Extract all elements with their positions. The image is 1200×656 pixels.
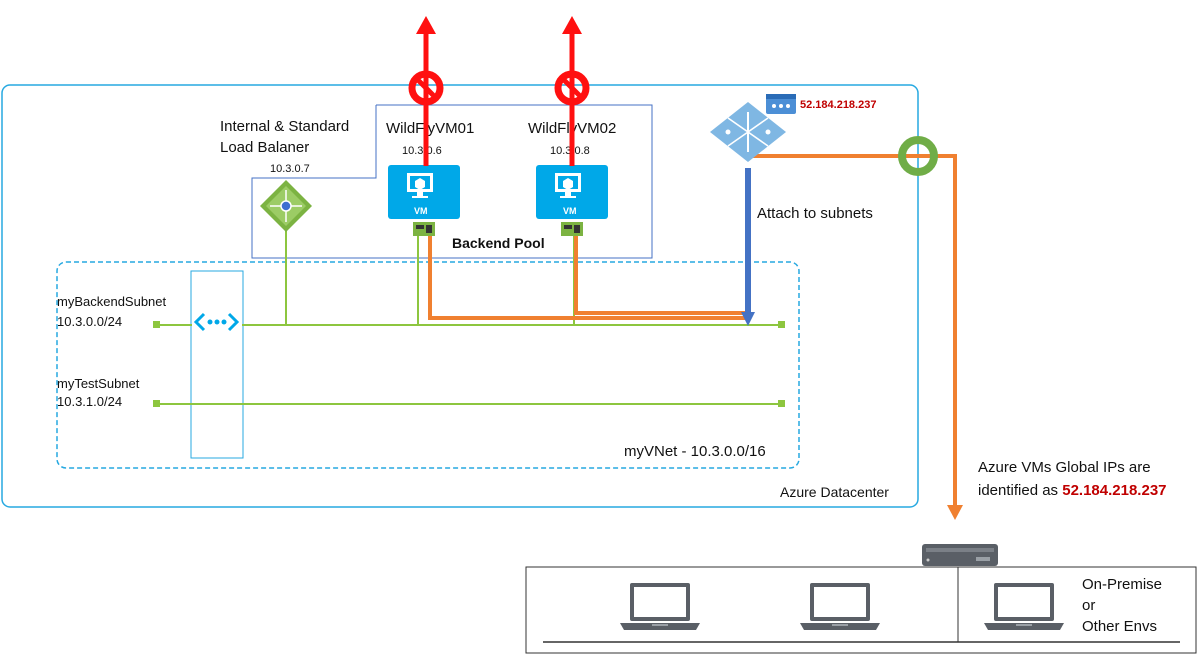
laptop-icon-2	[800, 583, 880, 630]
vm1-badge: VM	[414, 206, 428, 216]
vm1-icon	[388, 165, 460, 219]
public-ip-icon	[766, 94, 796, 114]
on-premise-line3: Other Envs	[1082, 618, 1157, 635]
subnet-endpoints	[153, 321, 785, 407]
allowed-outbound-ring	[898, 136, 938, 176]
vm1-ip: 10.3.0.6	[402, 145, 442, 157]
vm1-name: WildFlyVM01	[386, 120, 474, 137]
vnet-label: myVNet - 10.3.0.0/16	[624, 443, 766, 460]
outbound-route	[428, 154, 957, 505]
test-subnet-name: myTestSubnet	[57, 376, 140, 391]
backend-subnet-cidr: 10.3.0.0/24	[57, 314, 122, 329]
vnet-icon	[193, 312, 240, 332]
vm1-nic-icon	[413, 222, 435, 236]
router-icon	[922, 544, 998, 566]
datacenter-label: Azure Datacenter	[780, 484, 889, 500]
laptop-icon-1	[620, 583, 700, 630]
backend-pool-label: Backend Pool	[452, 235, 545, 251]
global-ip-note-line2: identified as 52.184.218.237	[978, 482, 1167, 499]
on-premise-line2: or	[1082, 597, 1095, 614]
lb-title-line1: Internal & Standard	[220, 118, 349, 135]
nat-gateway-icon	[710, 102, 786, 162]
backend-subnet-name: myBackendSubnet	[57, 294, 167, 309]
backend-pool-boundary	[251, 104, 653, 259]
global-ip-note-prefix: identified as	[978, 482, 1062, 499]
vm2-badge: VM	[563, 206, 577, 216]
attach-arrowhead	[741, 312, 755, 326]
nat-public-ip: 52.184.218.237	[800, 99, 876, 111]
on-premise-boundary	[525, 566, 1197, 654]
on-premise-line1: On-Premise	[1082, 576, 1162, 593]
blocked-outbound-vm1	[408, 16, 444, 166]
blocked-outbound-vm2	[554, 16, 590, 166]
global-ip-note-ip: 52.184.218.237	[1062, 482, 1166, 499]
load-balancer-icon	[260, 180, 312, 232]
laptop-icon-3	[984, 583, 1064, 630]
subnet-divider-box	[190, 270, 244, 459]
vm2-nic-icon	[561, 222, 583, 236]
attach-label: Attach to subnets	[757, 205, 873, 222]
route-arrowhead	[947, 505, 963, 520]
lb-ip: 10.3.0.7	[270, 163, 310, 175]
global-ip-note-line1: Azure VMs Global IPs are	[978, 459, 1151, 476]
azure-datacenter-boundary	[1, 84, 919, 508]
vm2-icon	[536, 165, 608, 219]
lb-title-line2: Load Balaner	[220, 139, 309, 156]
test-subnet-cidr: 10.3.1.0/24	[57, 394, 122, 409]
